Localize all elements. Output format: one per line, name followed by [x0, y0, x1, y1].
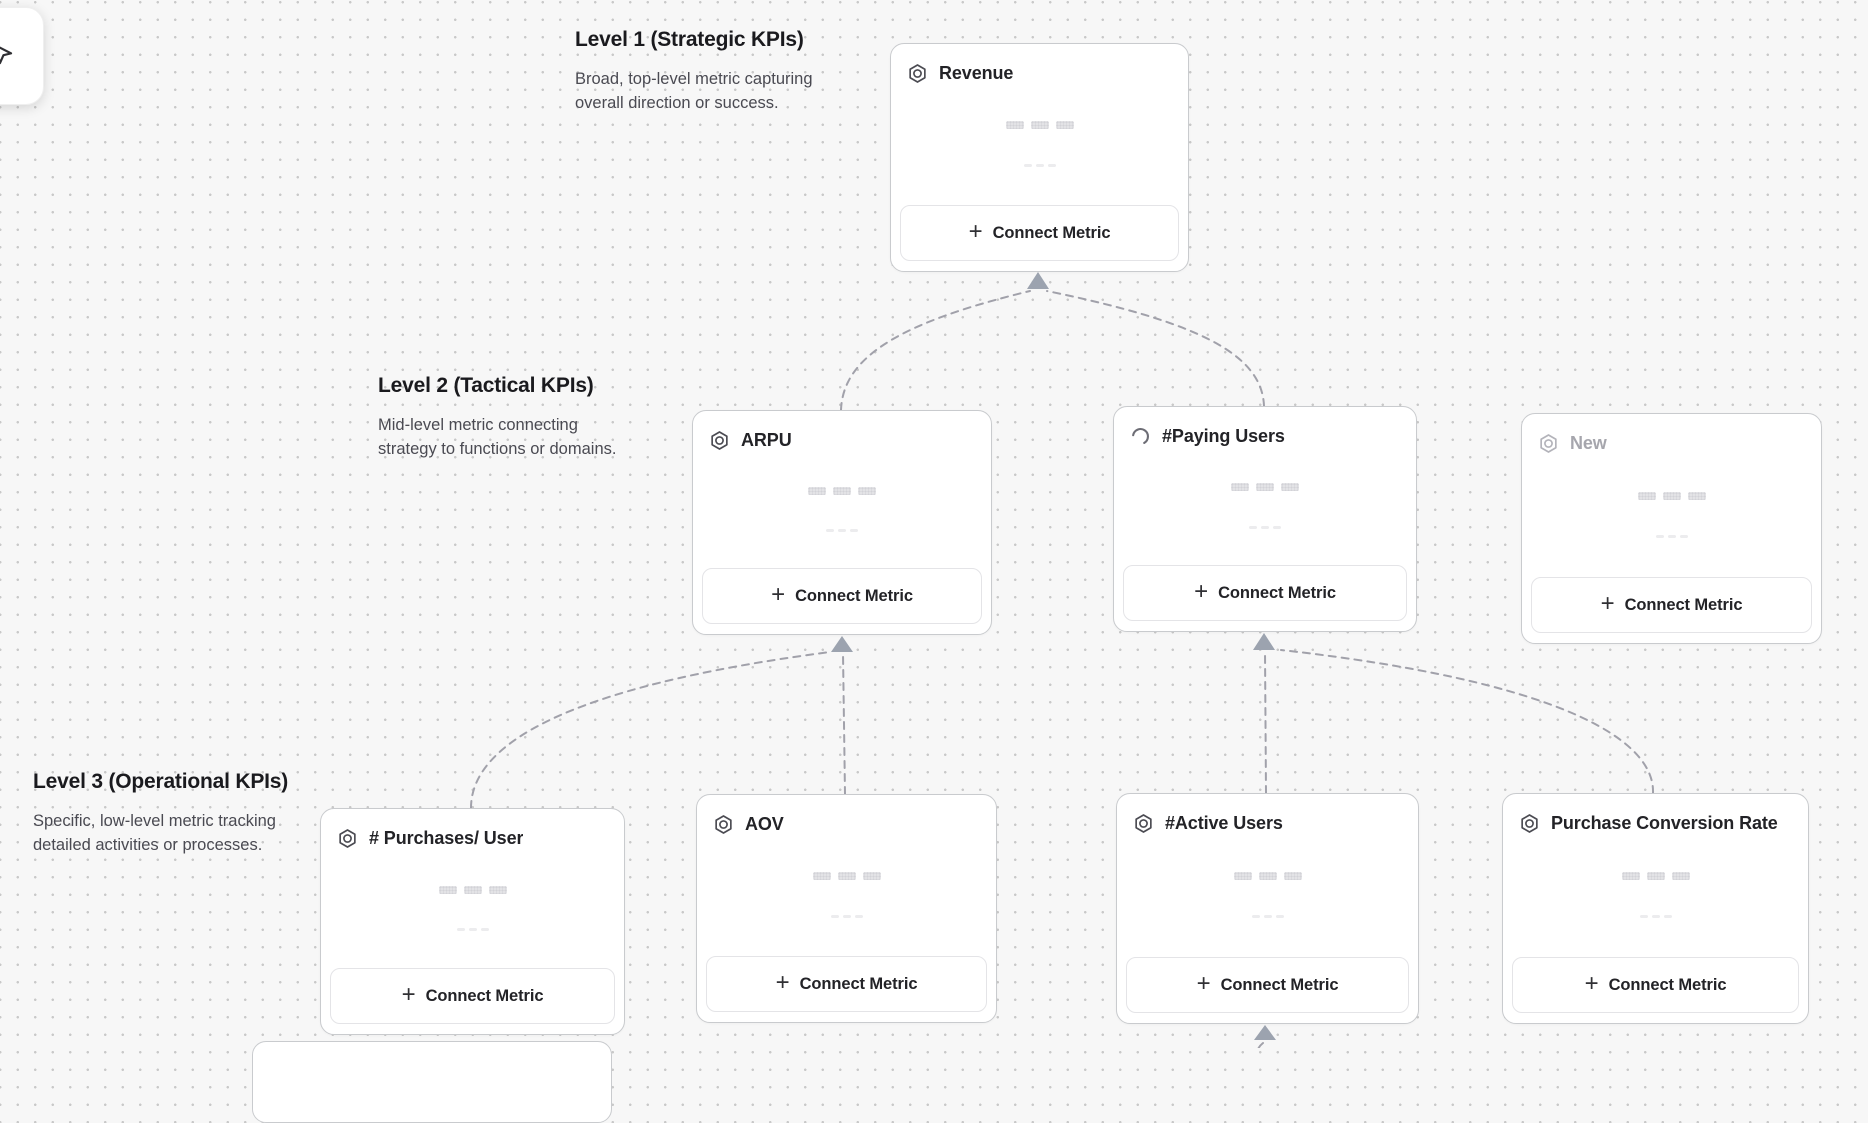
card-header: New — [1538, 428, 1807, 458]
connector-aov-arpu — [842, 652, 846, 795]
metric-card-purchase-conversion-rate[interactable]: Purchase Conversion Rate + Connect Metri… — [1502, 793, 1809, 1024]
level-2-description: Mid-level metric connecting strategy to … — [378, 416, 617, 458]
skeleton-dashes — [1114, 525, 1416, 529]
level-3-description: Specific, low-level metric tracking deta… — [33, 812, 276, 854]
metric-card-title: # Purchases/ User — [369, 827, 524, 848]
metric-card-title: AOV — [745, 813, 784, 834]
connect-metric-button[interactable]: + Connect Metric — [330, 968, 615, 1024]
plus-icon: + — [1194, 578, 1209, 605]
card-header: # Purchases/ User — [337, 823, 610, 853]
metric-card-title: Purchase Conversion Rate — [1551, 812, 1778, 833]
metric-hexagon-icon — [337, 828, 358, 849]
metric-card-partial-offscreen[interactable] — [252, 1041, 612, 1123]
metric-hexagon-icon — [1538, 433, 1559, 454]
metric-card-revenue[interactable]: Revenue + Connect Metric — [890, 43, 1189, 272]
connect-metric-label: Connect Metric — [799, 974, 918, 993]
connect-metric-label: Connect Metric — [1608, 975, 1727, 994]
level-3-label: Level 3 (Operational KPIs) Specific, low… — [33, 768, 305, 857]
arrowhead-into-activeusers — [1254, 1025, 1276, 1040]
connect-metric-label: Connect Metric — [795, 586, 913, 605]
connect-metric-label: Connect Metric — [1218, 583, 1336, 602]
connect-metric-label: Connect Metric — [992, 223, 1111, 242]
connect-metric-button[interactable]: + Connect Metric — [706, 956, 987, 1012]
connect-metric-button[interactable]: + Connect Metric — [900, 205, 1179, 261]
skeleton-blocks — [891, 121, 1188, 130]
level-2-label: Level 2 (Tactical KPIs) Mid-level metric… — [378, 372, 626, 461]
card-header: ARPU — [709, 425, 977, 455]
arrowhead-into-arpu — [831, 636, 853, 652]
metric-hexagon-icon — [713, 814, 734, 835]
metric-card-paying-users[interactable]: #Paying Users + Connect Metric — [1113, 406, 1417, 632]
card-header: #Paying Users — [1130, 421, 1402, 451]
metric-card-active-users[interactable]: #Active Users + Connect Metric — [1116, 793, 1419, 1024]
card-header: Revenue — [907, 58, 1174, 88]
metric-card-new[interactable]: New + Connect Metric — [1521, 413, 1822, 644]
connect-metric-button[interactable]: + Connect Metric — [1531, 577, 1812, 633]
metric-card-title: #Active Users — [1165, 812, 1283, 833]
metric-card-purchases-per-user[interactable]: # Purchases/ User + Connect Metric — [320, 808, 625, 1035]
skeleton-dashes — [891, 164, 1188, 168]
connect-metric-label: Connect Metric — [425, 986, 544, 1005]
plus-icon: + — [1600, 590, 1615, 617]
skeleton-blocks — [1117, 871, 1418, 880]
loading-spinner-icon — [1130, 426, 1151, 447]
skeleton-dashes — [1503, 915, 1808, 919]
metric-hexagon-icon — [1519, 813, 1540, 834]
level-1-description: Broad, top-level metric capturing overal… — [575, 70, 813, 112]
card-header: Purchase Conversion Rate — [1519, 808, 1794, 838]
card-header: AOV — [713, 809, 982, 839]
connector-purchases-arpu — [470, 651, 831, 809]
metric-card-title: #Paying Users — [1162, 425, 1285, 446]
metric-hexagon-icon — [1133, 813, 1154, 834]
plus-icon: + — [401, 981, 416, 1008]
arrowhead-into-revenue — [1027, 272, 1049, 289]
connector-pcr-payingusers — [1280, 649, 1655, 794]
cursor-icon[interactable] — [0, 42, 17, 68]
connect-metric-label: Connect Metric — [1220, 975, 1339, 994]
level-1-heading: Level 1 (Strategic KPIs) — [575, 28, 804, 51]
skeleton-dashes — [1117, 915, 1418, 919]
connect-metric-button[interactable]: + Connect Metric — [1512, 957, 1799, 1013]
level-3-heading: Level 3 (Operational KPIs) — [33, 770, 289, 793]
connector-offscreen-activeusers — [1257, 1042, 1264, 1048]
metric-card-title: New — [1570, 432, 1607, 453]
plus-icon: + — [775, 969, 790, 996]
level-1-label: Level 1 (Strategic KPIs) Broad, top-leve… — [575, 26, 845, 115]
card-header: #Active Users — [1133, 808, 1404, 838]
plus-icon: + — [771, 581, 786, 608]
floating-toolbar[interactable] — [0, 7, 44, 105]
connect-metric-button[interactable]: + Connect Metric — [1126, 957, 1409, 1013]
skeleton-blocks — [1114, 483, 1416, 492]
skeleton-blocks — [697, 872, 996, 881]
connector-activeusers-payingusers — [1264, 650, 1267, 794]
plus-icon: + — [968, 218, 983, 245]
connector-payingusers-revenue — [1046, 290, 1265, 407]
skeleton-blocks — [1522, 491, 1821, 500]
skeleton-dashes — [1522, 535, 1821, 539]
connect-metric-label: Connect Metric — [1624, 595, 1743, 614]
connect-metric-button[interactable]: + Connect Metric — [1123, 565, 1407, 621]
plus-icon: + — [1196, 970, 1211, 997]
skeleton-blocks — [693, 486, 991, 495]
skeleton-dashes — [697, 915, 996, 919]
metric-hexagon-icon — [709, 430, 730, 451]
metric-card-title: ARPU — [741, 429, 792, 450]
metric-card-arpu[interactable]: ARPU + Connect Metric — [692, 410, 992, 635]
skeleton-dashes — [693, 529, 991, 533]
skeleton-blocks — [1503, 871, 1808, 880]
metric-hexagon-icon — [907, 63, 928, 84]
connect-metric-button[interactable]: + Connect Metric — [702, 568, 982, 624]
skeleton-blocks — [321, 885, 624, 894]
connector-arpu-revenue — [840, 290, 1031, 411]
plus-icon: + — [1584, 970, 1599, 997]
arrowhead-into-payingusers — [1253, 633, 1275, 650]
level-2-heading: Level 2 (Tactical KPIs) — [378, 374, 594, 397]
metric-card-aov[interactable]: AOV + Connect Metric — [696, 794, 997, 1023]
metric-card-title: Revenue — [939, 62, 1014, 83]
skeleton-dashes — [321, 928, 624, 932]
